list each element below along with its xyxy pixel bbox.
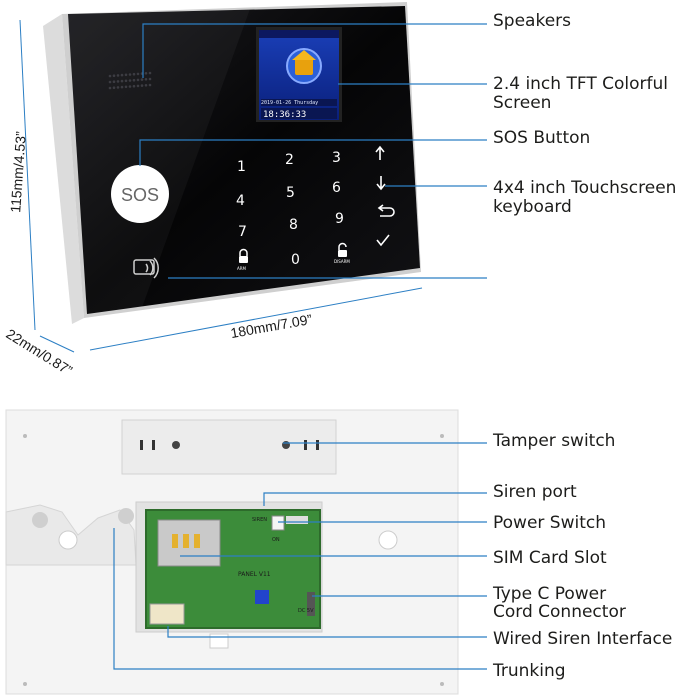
back-icon — [377, 204, 395, 217]
sos-label: SOS — [121, 185, 159, 205]
speaker-hole — [124, 85, 128, 89]
speaker-hole — [120, 73, 124, 77]
disarm-label: DISARM — [334, 259, 350, 264]
speaker-hole — [148, 71, 152, 75]
label-tamper-switch: Tamper switch — [493, 431, 616, 451]
home-icon — [295, 58, 313, 75]
blue-chip — [255, 590, 269, 604]
keypad-digits: 1 2 3 4 5 6 7 8 9 0 — [236, 150, 344, 268]
arm-label: ARM — [237, 266, 247, 271]
tamper-switch-bracket — [121, 419, 337, 475]
speaker-hole — [140, 78, 144, 81]
label-speakers: Speakers — [493, 11, 572, 31]
lock-icons — [239, 242, 347, 263]
speaker-hole — [144, 72, 148, 75]
back-view — [5, 409, 487, 695]
speaker-grille — [108, 71, 152, 90]
key-9: 9 — [335, 211, 344, 227]
speaker-hole — [112, 86, 116, 89]
tamper-screw-right — [282, 441, 290, 449]
speaker-hole — [132, 84, 136, 88]
key-8: 8 — [289, 217, 298, 233]
label-keyboard-line1: 4x4 inch Touchscreen — [493, 178, 677, 198]
speaker-hole — [116, 80, 120, 83]
lcd-screen — [256, 27, 342, 122]
label-keyboard-line2: keyboard — [493, 197, 572, 217]
lock-open-icon — [338, 250, 347, 257]
leader-lines-top — [139, 23, 487, 279]
key-0: 0 — [291, 252, 300, 268]
speaker-hole — [132, 78, 136, 82]
speaker-hole — [120, 79, 124, 83]
key-7: 7 — [238, 224, 247, 240]
type-c-port — [307, 592, 315, 616]
leader-lines-bottom — [113, 442, 487, 670]
rfid-card-icon — [133, 257, 159, 279]
label-typec-line2: Cord Connector — [493, 602, 626, 622]
key-1: 1 — [237, 159, 246, 175]
key-6: 6 — [332, 180, 341, 196]
speaker-hole — [148, 83, 152, 87]
wired-siren-connector — [149, 603, 185, 625]
label-siren-port: Siren port — [493, 482, 577, 502]
speaker-hole — [112, 74, 116, 77]
pcb-on-label: ON — [272, 537, 280, 543]
arrow-down-icon — [376, 176, 386, 191]
tamper-screw-left — [172, 441, 180, 449]
sos-button — [111, 165, 169, 223]
label-screen-line2: Screen — [493, 93, 552, 113]
pcb-panel-label: PANEL V11 — [238, 571, 271, 578]
speaker-hole — [108, 86, 112, 90]
speaker-hole — [108, 80, 112, 84]
front-view — [19, 2, 487, 353]
key-4: 4 — [236, 193, 245, 209]
speaker-hole — [144, 78, 148, 81]
speaker-hole — [128, 79, 132, 82]
speaker-hole — [124, 73, 128, 77]
label-sos-button: SOS Button — [493, 128, 591, 148]
speaker-hole — [136, 84, 140, 88]
speaker-hole — [124, 79, 128, 83]
label-trunking: Trunking — [493, 661, 566, 681]
speaker-hole — [128, 73, 132, 76]
speaker-hole — [136, 78, 140, 82]
lcd-date: 2019-01-26 Thursday — [261, 100, 318, 106]
speaker-hole — [116, 74, 120, 77]
label-screen-line1: 2.4 inch TFT Colorful — [493, 74, 668, 94]
key-5: 5 — [286, 185, 295, 201]
label-typec-line1: Type C Power — [493, 584, 607, 604]
speaker-hole — [136, 72, 140, 76]
key-2: 2 — [285, 152, 294, 168]
pcb-dc-label: DC 5V — [298, 608, 314, 614]
speaker-hole — [112, 80, 116, 83]
speaker-hole — [116, 86, 120, 89]
label-power-switch: Power Switch — [493, 513, 607, 533]
label-sim-card-slot: SIM Card Slot — [493, 548, 607, 568]
keypad-symbols — [375, 145, 395, 247]
device-side-edge — [43, 14, 84, 324]
label-wired-siren: Wired Siren Interface — [493, 629, 673, 649]
power-switch — [271, 515, 285, 531]
speaker-hole — [148, 77, 152, 81]
speaker-hole — [128, 85, 132, 88]
speaker-hole — [108, 74, 112, 78]
dimension-lines — [19, 19, 423, 353]
pcb-siren-label: SIREN — [252, 517, 267, 523]
key-3: 3 — [332, 150, 341, 166]
pcb-labels: SIREN ON PANEL V11 DC 5V — [238, 517, 314, 614]
lcd-time: 18:36:33 — [263, 110, 306, 120]
lock-closed-icon — [239, 256, 248, 263]
speaker-hole — [140, 84, 144, 87]
arrow-up-icon — [375, 145, 385, 160]
check-icon — [376, 234, 390, 247]
speaker-hole — [144, 84, 148, 87]
speaker-hole — [120, 85, 124, 89]
glass-glare — [68, 9, 250, 314]
speaker-hole — [132, 72, 136, 76]
